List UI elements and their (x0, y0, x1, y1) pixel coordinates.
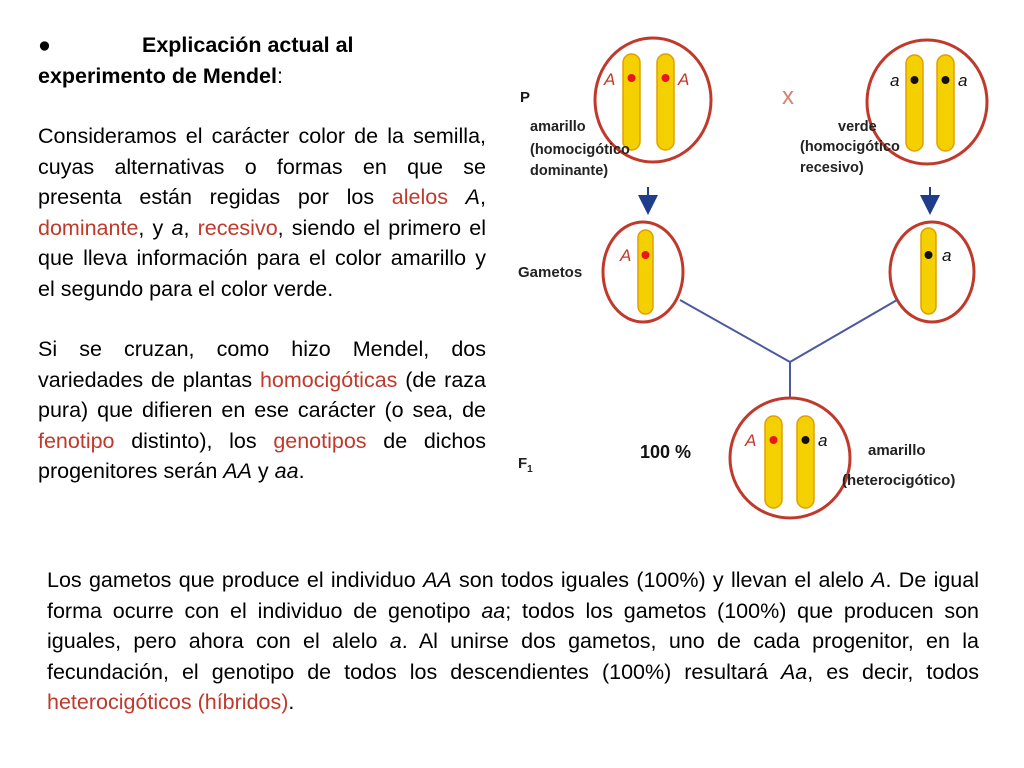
parent-cell-AA: A A (593, 36, 713, 164)
text-run: , (480, 185, 486, 209)
gamete-cell-a: a (888, 220, 976, 324)
allele-label: A (619, 246, 631, 265)
right-parent-desc: (homocigótico (800, 139, 900, 155)
chromosome (936, 54, 955, 152)
term-alelos: alelos (391, 185, 448, 209)
f1-cell-Aa: A a (728, 396, 852, 520)
allele-dot (627, 74, 636, 82)
genotype-Aa: Aa (780, 659, 808, 684)
gamete-cell-A: A (601, 220, 685, 324)
text-run: , es decir, todos (807, 659, 979, 684)
term-recesivo: recesivo (197, 215, 278, 240)
left-parent-desc: dominante) (530, 163, 608, 179)
text-run: , (183, 215, 198, 240)
text-run: son todos iguales (100%) y llevan el ale… (451, 568, 872, 592)
term-dominante: dominante (38, 215, 139, 240)
allele-A: A (871, 568, 886, 592)
allele-label: a (818, 431, 827, 450)
text-run: Los gametos que produce el individuo (47, 568, 424, 592)
heading-text: Explicación actual al experimento de Men… (38, 33, 354, 88)
right-parent-desc: recesivo) (800, 160, 864, 176)
mendel-cross-diagram: A A a a P x amarillo (homocigótico domin… (518, 36, 989, 520)
left-parent-phenotype: amarillo (530, 119, 586, 135)
term-homocigoticas: homocigóticas (259, 367, 398, 392)
percent-label: 100 % (640, 442, 691, 462)
allele-label: A (603, 70, 615, 89)
allele-dot (801, 436, 810, 444)
allele-label: A (744, 431, 756, 450)
text-run: distinto), los (114, 428, 274, 453)
term-fenotipo: fenotipo (38, 428, 115, 453)
term-heterocigoticos: heterocigóticos (híbridos) (47, 690, 289, 714)
generation-F1-label: F1 (518, 455, 533, 475)
allele-dot (661, 74, 670, 82)
chromosome (637, 229, 654, 315)
section-heading: ●Explicación actual al experimento de Me… (38, 30, 486, 91)
allele-label: a (958, 71, 967, 90)
generation-P-label: P (520, 89, 530, 106)
text-run: ; todos los gametos (100%) que producen … (47, 598, 980, 654)
paragraph-alleles: Consideramos el carácter color de la sem… (38, 121, 486, 304)
allele-A: A (465, 185, 480, 209)
text-run: Si se cruzan, como hizo Mendel, dos vari… (38, 337, 486, 392)
text-run: . De igual forma ocurre con el individuo… (47, 568, 980, 623)
chromosome (764, 415, 783, 509)
gametes-label: Gametos (518, 264, 582, 281)
text-run: . Al unirse dos gametos, uno de cada pro… (47, 629, 980, 684)
paragraph-cross: Si se cruzan, como hizo Mendel, dos vari… (38, 334, 486, 487)
chromosome (905, 54, 924, 152)
allele-a: a (171, 215, 184, 240)
allele-a: a (389, 629, 402, 653)
heading-colon: : (276, 63, 283, 88)
text-run: de dichos progenitores serán (38, 428, 486, 484)
term-genotipos: genotipos (273, 428, 367, 453)
text-run: (de raza pura) que difieren en ese carác… (38, 367, 486, 423)
text-run: Consideramos el carácter color de la sem… (38, 124, 486, 209)
chromosome (622, 53, 641, 151)
paragraph-gametes: Los gametos que produce el individuo AA … (47, 565, 979, 718)
cross-symbol: x (782, 83, 794, 110)
chromosome (656, 53, 675, 151)
fusion-line-left (679, 299, 791, 363)
allele-label: a (942, 246, 951, 265)
allele-dot (641, 251, 650, 259)
allele-label: A (677, 70, 689, 89)
right-parent-phenotype: verde (838, 119, 877, 135)
text-run: , siendo el primero el que lleva informa… (38, 215, 487, 301)
f1-genotype-desc: (heterocigótico) (842, 472, 955, 489)
allele-dot (941, 76, 950, 84)
allele-dot (924, 251, 933, 259)
chromosome (796, 415, 815, 509)
text-run (448, 185, 466, 209)
bullet-icon: ● (38, 33, 51, 57)
text-run: , y (138, 215, 172, 240)
f1-phenotype: amarillo (868, 442, 926, 459)
fusion-line-right (789, 299, 898, 363)
text-run: . (298, 459, 305, 483)
text-run: . (288, 690, 295, 714)
left-text-column: ●Explicación actual al experimento de Me… (38, 30, 486, 487)
chromosome (920, 227, 937, 315)
allele-dot (910, 76, 919, 84)
allele-dot (769, 436, 778, 444)
allele-label: a (890, 71, 899, 90)
genotype-AA: AA (223, 459, 252, 483)
text-run: y (251, 459, 275, 483)
parent-cell-aa: a a (865, 38, 989, 166)
genotype-aa: aa (481, 598, 506, 623)
genotype-AA: AA (423, 568, 452, 592)
left-parent-desc: (homocigótico (530, 142, 630, 158)
genotype-aa: aa (274, 459, 299, 483)
